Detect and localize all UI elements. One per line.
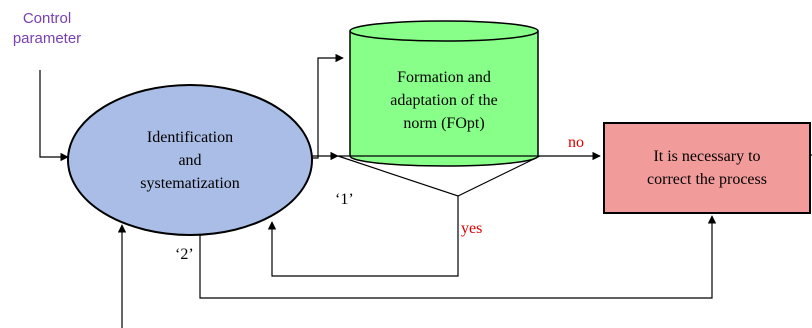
no-label: no [568,134,584,151]
identification-line2: and [178,151,202,169]
control-parameter-label: Control parameter [6,9,88,49]
norm-cylinder [349,20,539,167]
correction-text: It is necessary to correct the process [606,128,808,208]
path-1-label: ‘1’ [335,191,354,208]
control-parameter-line1: Control [22,10,72,27]
correction-line2: correct the process [647,171,767,188]
control-param-arrow [39,70,69,162]
identification-line3: systematization [140,174,240,192]
identification-line1: Identification [146,128,234,146]
norm-line1: Formation and [397,68,491,86]
norm-line3: norm (FOpt) [403,114,485,132]
norm-line2: adaptation of the [390,91,498,109]
yes-branch-arrow [267,196,459,277]
control-parameter-line2: parameter [12,30,82,47]
path-2-arrow [199,215,717,299]
norm-text: Formation and adaptation of the norm (FO… [350,60,538,140]
identification-ellipse [67,84,313,236]
correction-line1: It is necessary to [653,148,761,165]
path-2-label: ‘2’ [175,246,194,263]
yes-label: yes [461,220,483,237]
decision-triangle [337,155,541,197]
ellipse-to-norm-arrow [312,53,344,159]
correction-box [603,122,811,214]
identification-text: Identification and systematization [100,120,280,200]
